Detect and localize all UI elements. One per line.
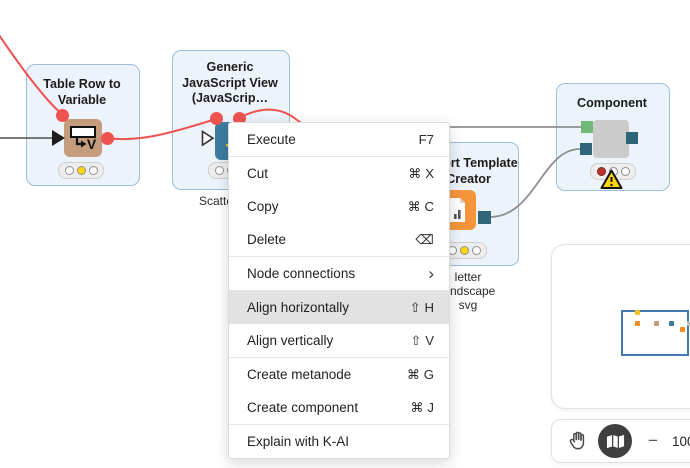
annotation-line: landscape: [440, 284, 496, 299]
flow-connection: [0, 34, 63, 115]
data-connection: [489, 148, 581, 218]
minimap-node-dot: [654, 321, 659, 326]
title-line: Component: [577, 96, 647, 110]
menu-item-delete[interactable]: Delete ⌫: [229, 223, 449, 256]
menu-item-cut[interactable]: Cut ⌘ X: [229, 157, 449, 190]
menu-shortcut: ⇧ V: [410, 332, 434, 348]
annotation-line: letter: [454, 270, 482, 284]
zoom-level-value: 100 %: [671, 433, 690, 449]
backspace-icon: ⌫: [415, 231, 434, 247]
node-title: Component: [556, 96, 668, 112]
node-annotation: letter landscape svg: [403, 270, 533, 313]
input-port-triangle[interactable]: [51, 130, 66, 147]
menu-item-label: Delete: [247, 232, 287, 247]
pan-tool-button[interactable]: [566, 429, 590, 453]
minimap-node-dot: [680, 327, 685, 332]
menu-divider: [229, 424, 449, 425]
annotation-line: svg: [458, 298, 478, 313]
menu-shortcut: F7: [418, 132, 434, 147]
title-line: Generic: [206, 60, 254, 74]
traffic-light-off: [88, 166, 98, 175]
menu-shortcut: ⌘ G: [406, 366, 434, 382]
menu-item-label: Create metanode: [247, 367, 352, 382]
context-menu: Execute F7 Cut ⌘ X Copy ⌘ C Delete ⌫ Nod…: [228, 122, 450, 459]
svg-text:V: V: [87, 136, 97, 152]
menu-shortcut: ⇧ H: [409, 299, 434, 315]
menu-item-label: Align horizontally: [247, 300, 350, 315]
title-line: Variable: [57, 92, 107, 107]
menu-shortcut: ⌘ C: [407, 198, 434, 214]
minimap-toggle-button[interactable]: [598, 424, 632, 458]
template-creator-output-port[interactable]: [478, 211, 491, 224]
menu-item-create-metanode[interactable]: Create metanode ⌘ G: [229, 358, 449, 391]
zoom-out-button[interactable]: −: [648, 431, 658, 450]
menu-item-label: Execute: [247, 132, 296, 147]
traffic-light: [58, 162, 104, 179]
menu-item-align-vertically[interactable]: Align vertically ⇧ V: [229, 324, 449, 357]
component-input-port-teal[interactable]: [580, 143, 592, 155]
traffic-light-red: [596, 167, 606, 176]
submenu-chevron-icon: ›: [428, 264, 434, 283]
title-line: Creator: [446, 171, 491, 186]
flow-port-dot[interactable]: [232, 111, 246, 125]
traffic-light-off: [64, 166, 74, 175]
menu-item-label: Explain with K-AI: [247, 434, 350, 449]
flow-port-dot[interactable]: [55, 108, 69, 122]
component-icon[interactable]: [593, 120, 629, 158]
menu-item-execute[interactable]: Execute F7: [229, 123, 449, 156]
warning-icon: [600, 169, 623, 189]
traffic-light-yellow: [76, 166, 86, 175]
minimap-panel[interactable]: [551, 244, 690, 409]
traffic-light-off: [214, 166, 224, 175]
menu-item-align-horizontally[interactable]: Align horizontally ⇧ H: [229, 291, 449, 324]
menu-shortcut: ⌘ J: [410, 399, 434, 415]
flow-connection: [106, 118, 217, 141]
flow-port-dot[interactable]: [209, 111, 223, 125]
node-title: Table Row to Variable: [26, 77, 138, 108]
minimap-node-dot: [687, 321, 690, 326]
traffic-light-off: [471, 246, 481, 255]
input-port-triangle[interactable]: [201, 130, 215, 147]
menu-item-copy[interactable]: Copy ⌘ C: [229, 190, 449, 223]
menu-divider: [229, 156, 449, 157]
canvas-toolbar: − 100 %: [551, 419, 690, 463]
traffic-light: [441, 242, 487, 259]
menu-shortcut: ⌘ X: [408, 165, 434, 181]
title-line: JavaScript View: [182, 75, 278, 90]
node-title: Generic JavaScript View (JavaScrip…: [172, 60, 288, 107]
menu-item-node-connections[interactable]: Node connections ›: [229, 257, 449, 290]
minimap-node-dot: [635, 310, 640, 315]
minimap-node-dot: [669, 321, 674, 326]
component-output-port[interactable]: [626, 132, 638, 144]
minimap-node-dot: [635, 321, 640, 326]
menu-item-label: Cut: [247, 166, 269, 181]
traffic-light-yellow: [459, 246, 469, 255]
menu-divider: [229, 256, 449, 257]
menu-item-label: Copy: [247, 199, 279, 214]
menu-divider: [229, 357, 449, 358]
flow-port-dot[interactable]: [100, 131, 114, 145]
menu-item-label: Node connections: [247, 266, 356, 281]
map-icon: [606, 434, 624, 448]
component-input-port-green[interactable]: [581, 121, 593, 133]
menu-item-create-component[interactable]: Create component ⌘ J: [229, 391, 449, 424]
menu-item-label: Create component: [247, 400, 359, 415]
hand-icon: [569, 431, 585, 450]
title-line: Table Row to: [43, 77, 121, 91]
menu-item-label: Align vertically: [247, 333, 334, 348]
traffic-light-off: [620, 167, 630, 176]
minimap-viewport[interactable]: [621, 310, 689, 356]
menu-item-explain-with-kai[interactable]: Explain with K-AI: [229, 425, 449, 458]
document-icon: [449, 198, 465, 222]
menu-divider: [229, 290, 449, 291]
table-row-to-variable-glyph: V: [70, 126, 97, 152]
table-row-to-variable-icon[interactable]: V: [64, 119, 102, 157]
title-line: (JavaScrip…: [191, 91, 269, 105]
